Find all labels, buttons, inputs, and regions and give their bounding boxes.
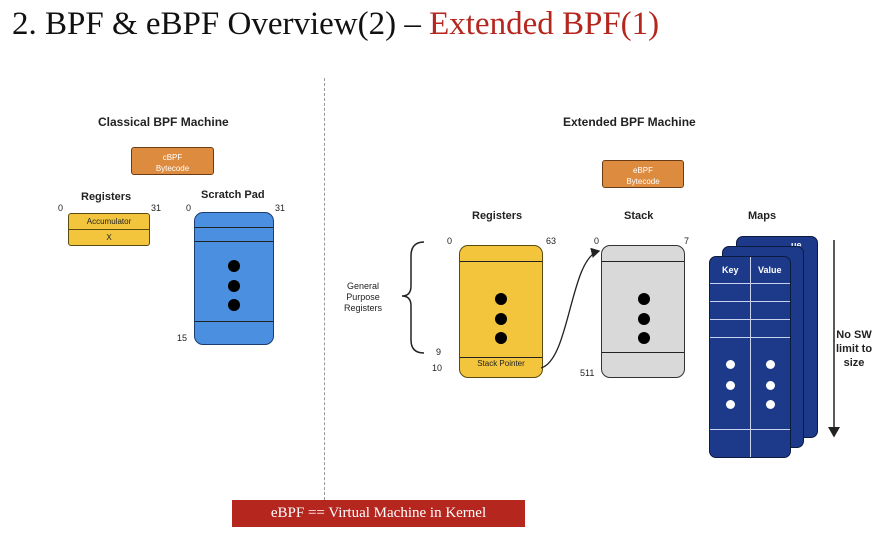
classical-heading: Classical BPF Machine: [98, 115, 229, 129]
map-card-front: Key Value: [709, 256, 791, 458]
scratch-pad-label: Scratch Pad: [201, 189, 265, 201]
ebpf-bytecode-line1: eBPF: [632, 166, 653, 175]
scratch-row-line: [195, 321, 273, 322]
ebpf-bytecode-line2: Bytecode: [626, 177, 660, 186]
map-row-line: [710, 337, 790, 338]
stack-pointer-arrow: [540, 247, 601, 369]
no-limit-line2: limit to: [836, 343, 873, 355]
gp-line2: Purpose: [346, 292, 380, 302]
stack-label: Stack: [624, 210, 654, 222]
gp-line1: General: [346, 281, 380, 291]
ellipsis-dot: [638, 293, 650, 305]
ebpf-register-block: Stack Pointer: [459, 245, 543, 378]
title-accent: Extended BPF(1): [429, 6, 660, 42]
stack-row-line: [602, 352, 684, 353]
maps-label: Maps: [748, 210, 777, 222]
ebpf-bytecode-box: eBPF Bytecode: [602, 160, 684, 188]
cbpf-bytecode-line2: Bytecode: [155, 164, 190, 173]
scratch-bit-low: 0: [186, 203, 192, 213]
register-row-line: [460, 357, 542, 358]
general-purpose-label: General Purpose Registers: [344, 281, 382, 314]
map-row-line: [710, 283, 790, 284]
extended-heading: Extended BPF Machine: [563, 115, 696, 129]
stack-row-line: [602, 261, 684, 262]
ellipsis-dot: [726, 400, 735, 409]
general-purpose-brace: [401, 241, 425, 354]
ellipsis-dot: [228, 280, 240, 292]
ebpf-register-bit-high: 63: [546, 236, 557, 246]
ellipsis-dot: [495, 293, 507, 305]
ellipsis-dot: [228, 299, 240, 311]
ellipsis-dot: [726, 381, 735, 390]
stack-last-index: 511: [580, 368, 595, 378]
section-divider: [324, 78, 325, 520]
scratch-pad-block: [194, 212, 274, 345]
map-back-header: ue: [791, 240, 802, 250]
ellipsis-dot: [228, 260, 240, 272]
register-row-line: [460, 261, 542, 262]
cbpf-bytecode-line1: cBPF: [162, 153, 183, 162]
ellipsis-dot: [638, 313, 650, 325]
ellipsis-dot: [726, 360, 735, 369]
ellipsis-dot: [766, 360, 775, 369]
ellipsis-dot: [495, 313, 507, 325]
accumulator-register: Accumulator: [86, 217, 132, 226]
title-main: 2. BPF & eBPF Overview(2) –: [12, 6, 430, 42]
map-row-line: [710, 301, 790, 302]
x-register: X: [69, 229, 149, 245]
scratch-row-line: [195, 241, 273, 242]
register-index-9: 9: [436, 347, 442, 357]
cbpf-bytecode-box: cBPF Bytecode: [131, 147, 214, 175]
no-limit-note: No SW limit to size: [836, 328, 872, 370]
cbpf-register-block: Accumulator X: [68, 213, 150, 246]
ebpf-register-bit-low: 0: [447, 236, 453, 246]
map-row-line: [710, 319, 790, 320]
map-key-header: Key: [722, 265, 739, 275]
cbpf-register-bit-low: 0: [58, 203, 64, 213]
map-value-header: Value: [758, 265, 782, 275]
register-index-10: 10: [432, 363, 443, 373]
no-limit-line1: No SW: [836, 329, 872, 341]
map-column-divider: [750, 257, 751, 457]
cbpf-register-bit-high: 31: [151, 203, 162, 213]
ellipsis-dot: [638, 332, 650, 344]
scratch-bit-high: 31: [275, 203, 286, 213]
ebpf-registers-label: Registers: [472, 210, 523, 222]
stack-pointer-register: Stack Pointer: [477, 359, 525, 368]
ellipsis-dot: [766, 400, 775, 409]
scratch-row-line: [195, 227, 273, 228]
map-row-line: [710, 429, 790, 430]
cbpf-registers-label: Registers: [81, 191, 132, 203]
ebpf-vm-banner: eBPF == Virtual Machine in Kernel: [232, 500, 525, 527]
ellipsis-dot: [766, 381, 775, 390]
gp-line3: Registers: [344, 303, 383, 313]
ellipsis-dot: [495, 332, 507, 344]
stack-bit-high: 7: [684, 236, 690, 246]
stack-bit-low: 0: [594, 236, 600, 246]
stack-block: [601, 245, 685, 378]
slide-title: 2. BPF & eBPF Overview(2) – Extended BPF…: [12, 6, 659, 43]
no-limit-line3: size: [843, 357, 865, 369]
scratch-last-index: 15: [177, 333, 188, 343]
